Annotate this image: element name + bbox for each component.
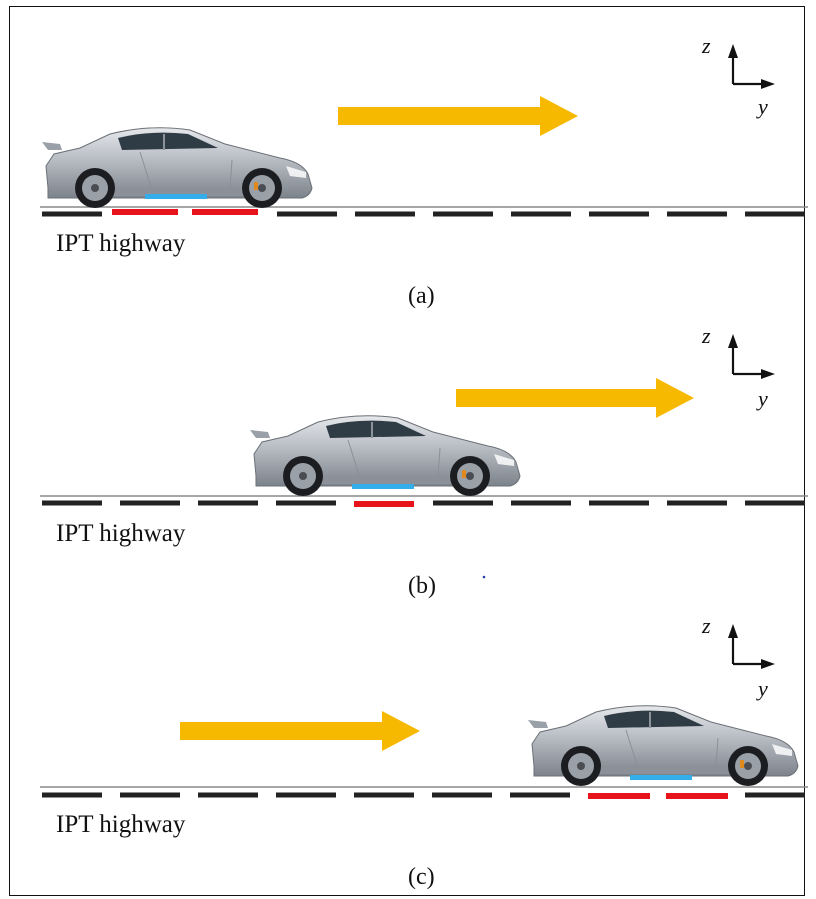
transmitter-pad [588, 793, 650, 799]
axes-icon [726, 332, 777, 381]
figure-frame [9, 6, 805, 896]
axis-z-label-c: z [702, 613, 711, 638]
car [249, 414, 521, 497]
receiver-pad [145, 194, 207, 199]
axis-y-label-a: y [758, 94, 768, 119]
receiver-pad [630, 775, 692, 780]
stray-dot [482, 575, 486, 579]
transmitter-pad [192, 209, 258, 215]
panel-a [40, 42, 808, 217]
highway-label-c: IPT highway [56, 811, 186, 838]
panel-c [40, 622, 808, 799]
panel-b [40, 332, 808, 507]
axes-icon [726, 42, 777, 91]
axes-icon [726, 622, 777, 671]
receiver-pad [352, 484, 414, 489]
axis-z-label-a: z [702, 33, 711, 58]
axis-y-label-c: y [758, 676, 768, 701]
transmitter-pad [112, 209, 178, 215]
direction-arrow [456, 378, 694, 418]
transmitter-pad [354, 501, 414, 507]
transmitter-pad [666, 793, 728, 799]
direction-arrow [180, 711, 420, 751]
caption-c: (c) [408, 864, 435, 890]
direction-arrow [338, 96, 578, 136]
highway-label-a: IPT highway [56, 230, 186, 257]
axis-y-label-b: y [758, 386, 768, 411]
car [527, 704, 799, 787]
caption-b: (b) [408, 573, 436, 599]
axis-z-label-b: z [702, 323, 711, 348]
caption-a: (a) [408, 283, 435, 309]
highway-label-b: IPT highway [56, 520, 186, 547]
